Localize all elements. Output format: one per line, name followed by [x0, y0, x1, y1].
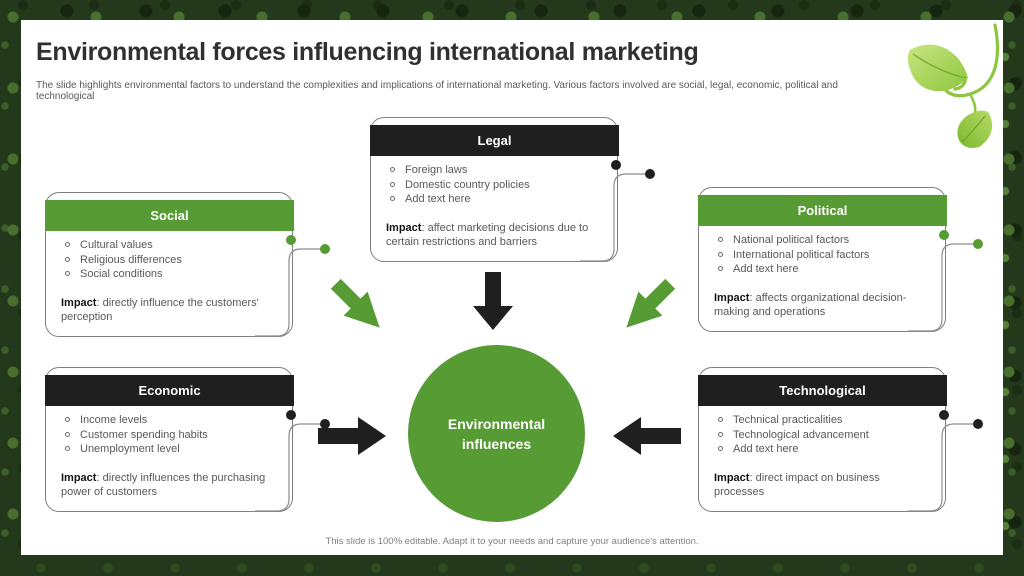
impact-detail: : affects organizational decision-making…	[714, 291, 907, 319]
card-header-legal: Legal	[370, 125, 619, 156]
impact-label: Impact	[61, 296, 97, 309]
bullet-item: National political factors	[714, 233, 937, 248]
bullet-item: Social conditions	[61, 267, 284, 282]
card-title: Technological	[779, 383, 866, 398]
card-header-social: Social	[45, 200, 294, 231]
bullet-item: International political factors	[714, 248, 937, 263]
bullet-item: Religious differences	[61, 253, 284, 268]
impact-detail: : directly influences the purchasing pow…	[61, 471, 266, 499]
card-title: Legal	[477, 133, 512, 148]
bullet-item: Add text here	[714, 262, 937, 277]
bullet-item: Add text here	[386, 192, 609, 207]
card-title: Political	[797, 203, 848, 218]
impact-detail: : affect marketing decisions due to cert…	[386, 221, 589, 249]
bullet-label: Domestic country policies	[405, 178, 530, 191]
slide-title: Environmental forces influencing interna…	[36, 38, 699, 66]
factor-card-political: Political National political factors Int…	[698, 187, 947, 332]
impact-text: Impact: affect marketing decisions due t…	[386, 221, 609, 250]
bullet-label: Add text here	[733, 443, 799, 455]
bullet-label: National political factors	[733, 234, 850, 246]
bullet-label: Unemployment level	[80, 443, 180, 455]
card-content: Income levels Customer spending habits U…	[61, 413, 284, 500]
card-title: Social	[150, 208, 189, 223]
bullet-label: Cultural values	[80, 239, 153, 251]
card-header-economic: Economic	[45, 375, 294, 406]
bullet-label: Add text here	[733, 263, 799, 275]
impact-label: Impact	[386, 221, 422, 234]
environmental-influences-circle: Environmental influences	[408, 345, 585, 522]
center-label-line2: influences	[461, 435, 532, 452]
bullet-circle-icon	[718, 417, 723, 422]
bullet-label: Income levels	[80, 414, 148, 426]
bullet-item: Domestic country policies	[386, 178, 609, 193]
bullet-circle-icon	[65, 431, 70, 437]
bullet-item: Technological advancement	[714, 428, 937, 443]
factor-card-legal: Legal Foreign laws Domestic country poli…	[370, 117, 619, 262]
bullet-circle-icon	[718, 251, 723, 257]
slide-subtitle: The slide highlights environmental facto…	[36, 80, 838, 102]
bullet-circle-icon	[390, 196, 395, 201]
impact-text: Impact: direct impact on business proces…	[714, 471, 937, 500]
bullet-circle-icon	[65, 417, 70, 422]
card-content: National political factors International…	[714, 233, 937, 320]
center-label-line1: Environmental	[447, 415, 546, 432]
impact-text: Impact: directly influence the customers…	[61, 296, 284, 325]
bullet-item: Income levels	[61, 413, 284, 428]
card-title: Economic	[138, 383, 201, 398]
bullet-label: International political factors	[733, 248, 870, 261]
bullet-item: Cultural values	[61, 238, 284, 253]
card-content: Foreign laws Domestic country policies A…	[386, 163, 609, 250]
bullet-circle-icon	[65, 242, 70, 247]
bullet-item: Customer spending habits	[61, 428, 284, 443]
bullet-circle-icon	[718, 266, 723, 271]
bullet-item: Technical practicalities	[714, 413, 937, 428]
impact-detail: : directly influence the customers' perc…	[61, 296, 259, 324]
slide-footer-note: This slide is 100% editable. Adapt it to…	[325, 536, 699, 547]
bullet-label: Technological advancement	[733, 428, 869, 441]
impact-label: Impact	[714, 471, 750, 484]
bullet-circle-icon	[390, 167, 395, 172]
factor-card-economic: Economic Income levels Customer spending…	[45, 367, 294, 512]
card-content: Cultural values Religious differences So…	[61, 238, 284, 325]
factor-card-technological: Technological Technical practicalities T…	[698, 367, 947, 512]
bullet-item: Foreign laws	[386, 163, 609, 178]
bullet-circle-icon	[718, 237, 723, 242]
leaf-vine-icon	[885, 20, 1007, 162]
factor-card-social: Social Cultural values Religious differe…	[45, 192, 294, 337]
bullet-circle-icon	[65, 446, 70, 451]
bullet-label: Add text here	[405, 193, 471, 205]
impact-text: Impact: directly influences the purchasi…	[61, 471, 284, 500]
bullet-circle-icon	[390, 181, 395, 187]
bullet-label: Social conditions	[80, 268, 163, 280]
card-content: Technical practicalities Technological a…	[714, 413, 937, 500]
bullet-item: Unemployment level	[61, 442, 284, 457]
bullet-circle-icon	[65, 271, 70, 276]
impact-label: Impact	[61, 471, 97, 484]
impact-label: Impact	[714, 291, 750, 304]
card-header-political: Political	[698, 195, 947, 226]
bullet-item: Add text here	[714, 442, 937, 457]
impact-detail: : direct impact on business processes	[714, 471, 880, 499]
bullet-circle-icon	[718, 446, 723, 451]
bullet-circle-icon	[65, 256, 70, 262]
card-header-technological: Technological	[698, 375, 947, 406]
bullet-label: Religious differences	[80, 253, 182, 266]
bullet-label: Customer spending habits	[80, 428, 208, 441]
bullet-label: Foreign laws	[405, 164, 468, 176]
bullet-circle-icon	[718, 431, 723, 437]
bullet-label: Technical practicalities	[733, 414, 843, 426]
impact-text: Impact: affects organizational decision-…	[714, 291, 937, 320]
